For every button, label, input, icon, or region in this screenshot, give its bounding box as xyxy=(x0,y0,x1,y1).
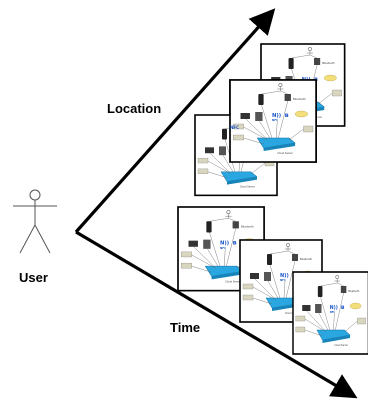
nfc-caption: NFC xyxy=(230,125,239,130)
location-label: Location xyxy=(107,101,161,116)
location-panel-2-front xyxy=(229,79,317,163)
time-panel-3 xyxy=(292,271,368,355)
location-axis-arrow xyxy=(74,8,276,234)
user-stick-figure-icon xyxy=(13,189,57,254)
user-label: User xyxy=(19,270,48,285)
time-label: Time xyxy=(170,320,200,335)
time-axis-arrow xyxy=(75,230,358,399)
